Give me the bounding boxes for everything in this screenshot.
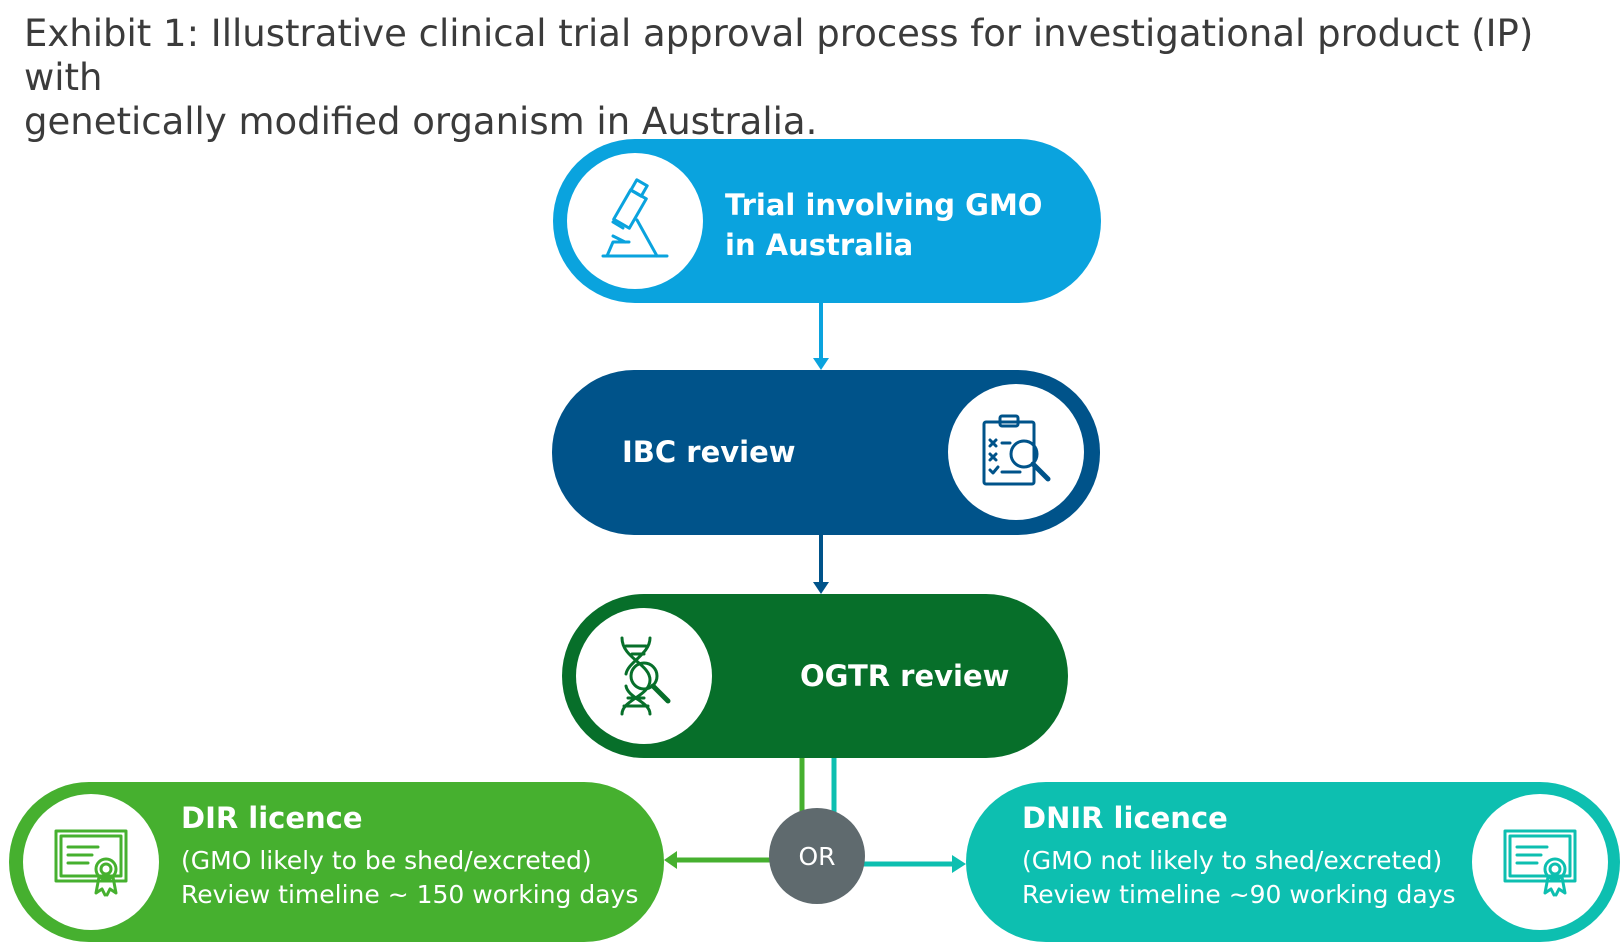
or-badge: OR — [769, 808, 865, 904]
arrowhead-ibc — [813, 358, 829, 370]
certificate-icon — [1503, 829, 1577, 897]
dir-title: DIR licence — [181, 801, 363, 835]
arrowhead-dir — [664, 851, 677, 869]
ibc-label: IBC review — [622, 435, 796, 469]
dnir-icon-circle — [1472, 794, 1608, 930]
trial-step: Trial involving GMO in Australia — [553, 139, 1101, 303]
dnir-outcome: DNIR licence (GMO not likely to shed/exc… — [966, 782, 1620, 942]
title-line-2: genetically modified organism in Austral… — [24, 100, 818, 143]
trial-label-line-2: in Australia — [725, 228, 914, 262]
dnir-detail: (GMO not likely to shed/excreted) — [1022, 846, 1443, 875]
dnir-title: DNIR licence — [1022, 801, 1228, 835]
dna-search-icon — [620, 636, 671, 716]
dir-outcome: DIR licence (GMO likely to be shed/excre… — [9, 782, 664, 942]
dnir-details: (GMO not likely to shed/excreted) Review… — [1022, 844, 1456, 912]
trial-label: Trial involving GMO in Australia — [725, 185, 1042, 265]
dir-timeline: Review timeline ~ 150 working days — [181, 880, 639, 909]
exhibit-title: Exhibit 1: Illustrative clinical trial a… — [24, 12, 1604, 144]
ogtr-step: OGTR review — [562, 594, 1068, 758]
arrowhead-dnir — [952, 855, 966, 873]
ibc-icon-circle — [948, 384, 1084, 520]
dnir-timeline: Review timeline ~90 working days — [1022, 880, 1456, 909]
dir-icon-circle — [23, 794, 159, 930]
clipboard-search-icon — [982, 414, 1051, 486]
ogtr-label: OGTR review — [800, 659, 1010, 693]
arrowhead-ogtr — [813, 582, 829, 594]
trial-label-line-1: Trial involving GMO — [725, 188, 1043, 222]
ogtr-icon-circle — [576, 608, 712, 744]
dir-detail: (GMO likely to be shed/excreted) — [181, 846, 592, 875]
dir-details: (GMO likely to be shed/excreted) Review … — [181, 844, 638, 912]
certificate-icon — [54, 829, 128, 897]
title-line-1: Exhibit 1: Illustrative clinical trial a… — [24, 12, 1534, 99]
trial-icon-circle — [567, 153, 703, 289]
microscope-icon — [601, 178, 669, 258]
ibc-step: IBC review — [552, 370, 1100, 535]
